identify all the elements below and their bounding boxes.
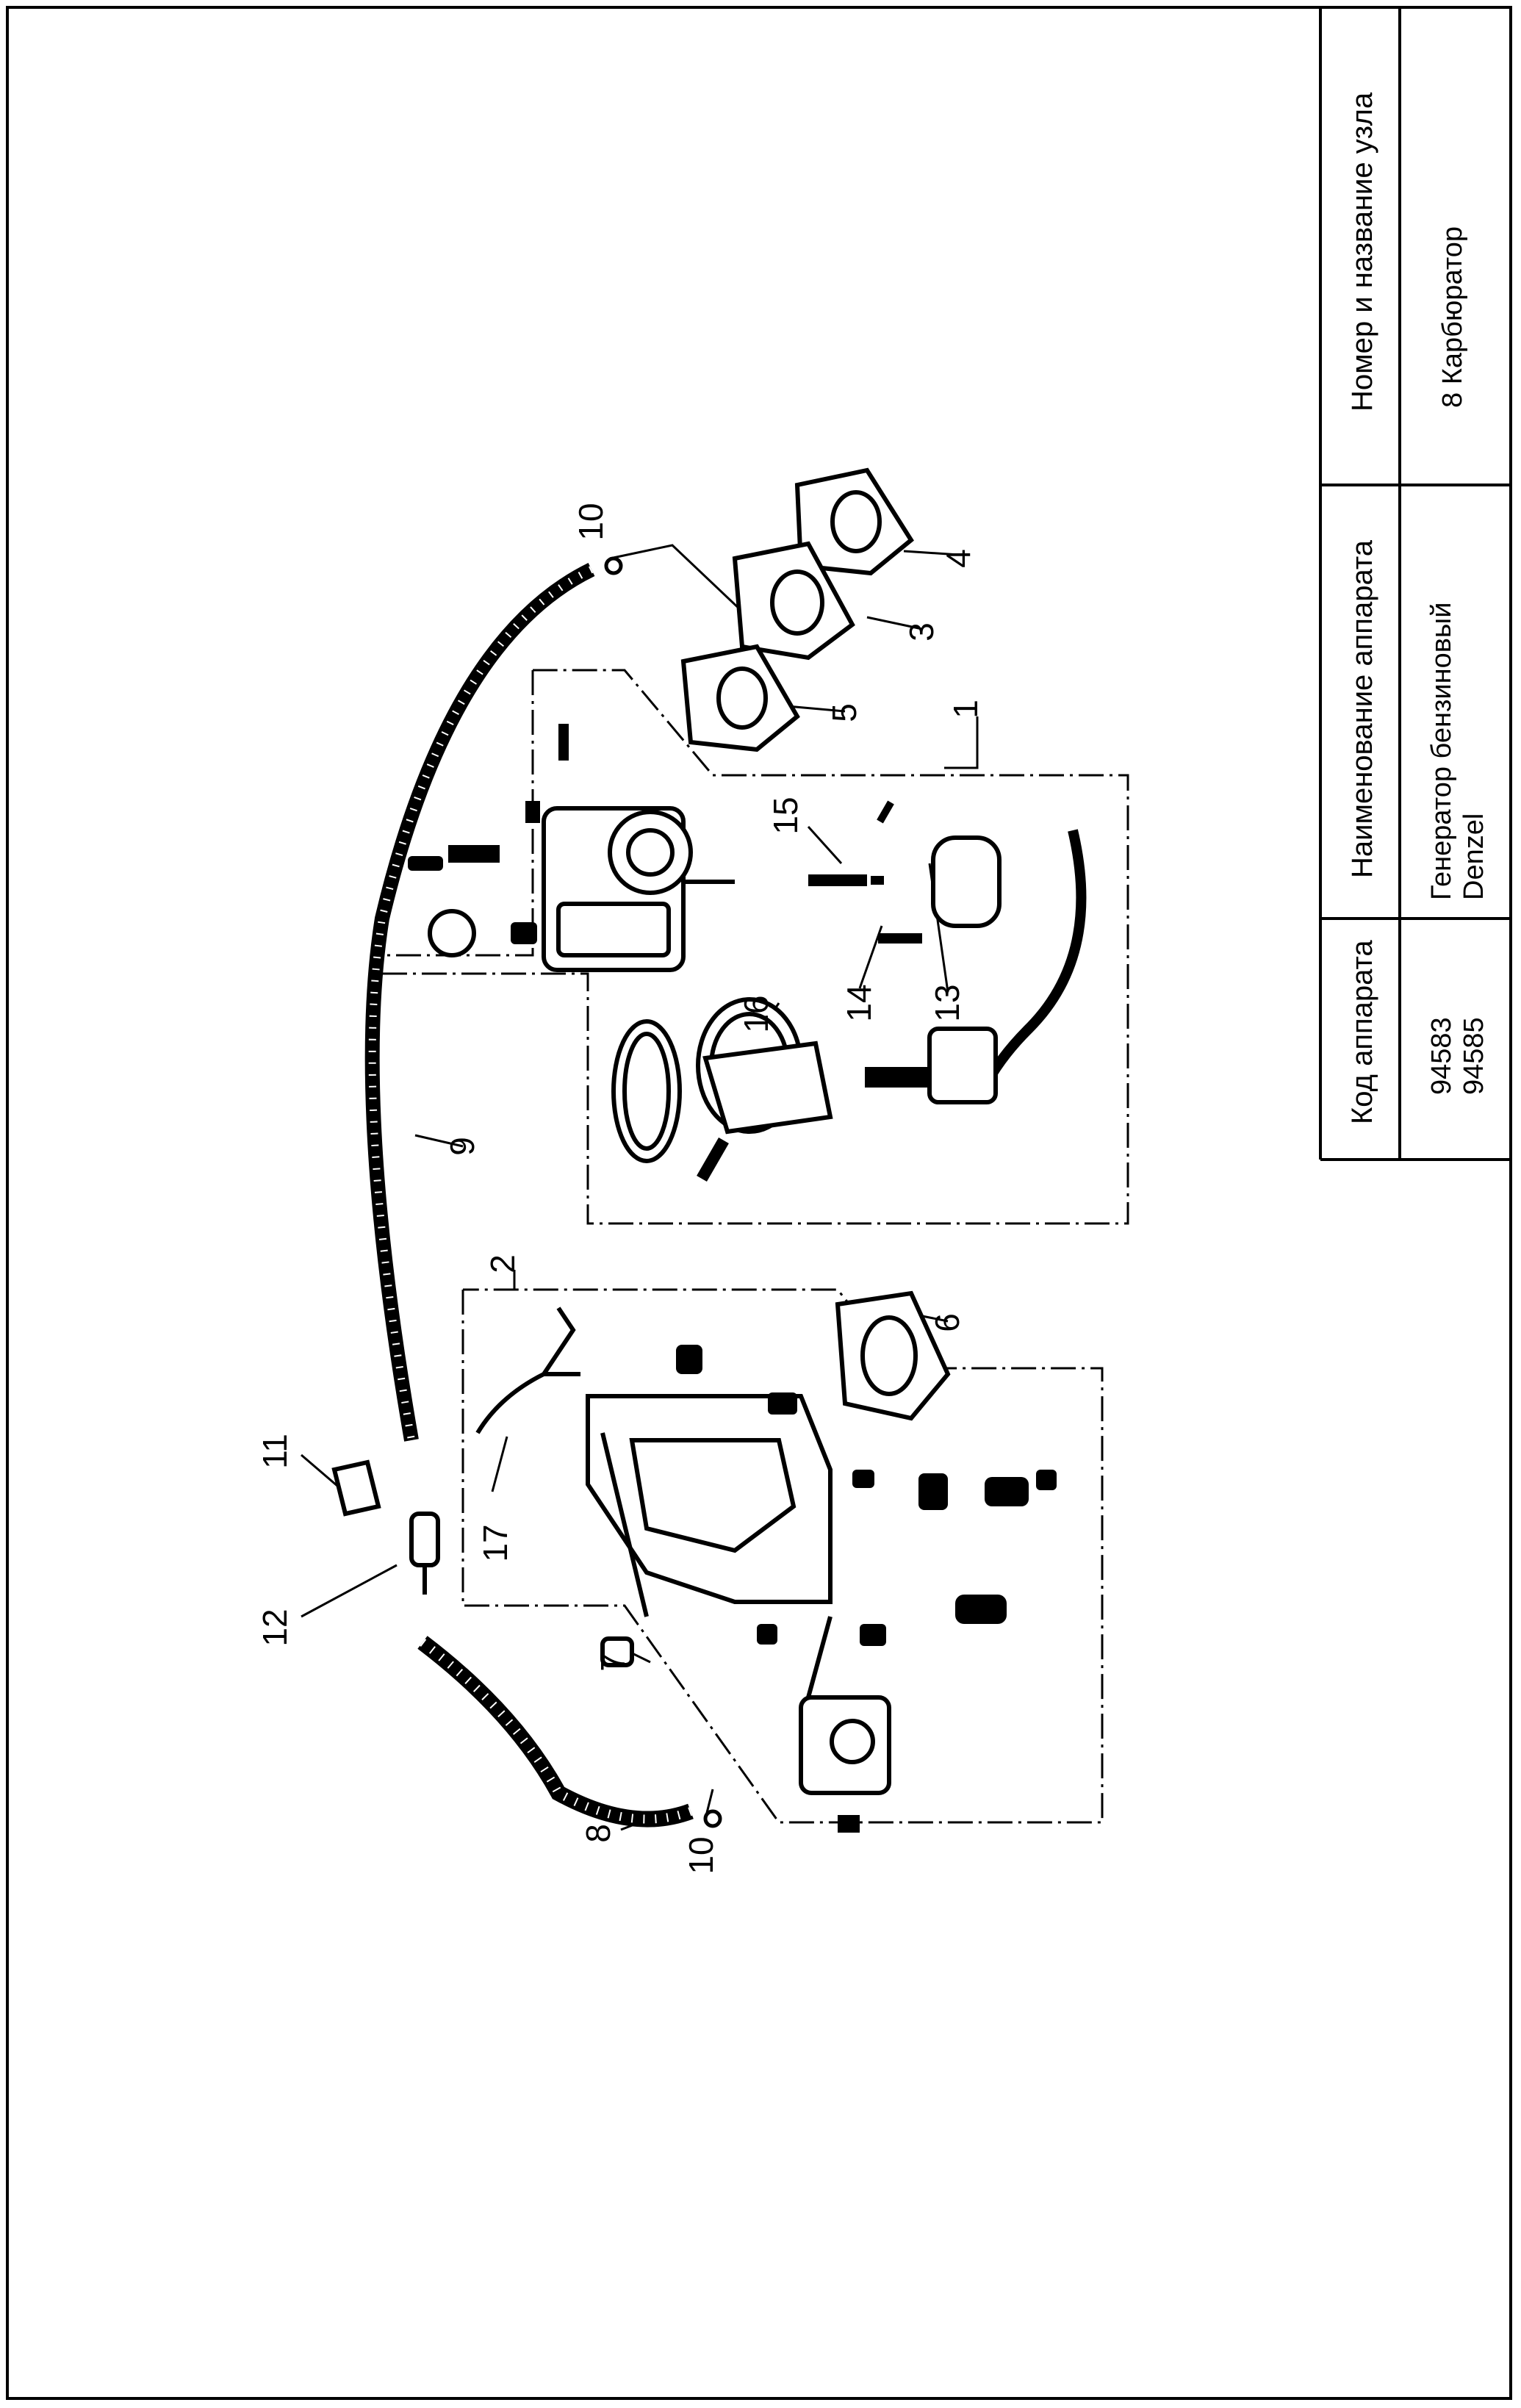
callout-6: 6	[928, 1313, 966, 1332]
drain-screw	[865, 1027, 998, 1104]
callout-10-top: 10	[572, 503, 610, 540]
gasket-6	[835, 1290, 951, 1421]
callout-1: 1	[946, 700, 985, 719]
hose-clips-10	[604, 556, 722, 1828]
float-chamber-16	[696, 997, 833, 1135]
title-block-grid	[1319, 6, 1512, 1161]
choke-rod	[475, 1307, 580, 1434]
header-unit: Номер и название узла	[1346, 92, 1378, 411]
callout-9: 9	[443, 1137, 481, 1156]
float-13	[931, 835, 1002, 928]
carburetor-small-parts	[408, 724, 569, 957]
callout-7: 7	[594, 1653, 632, 1672]
callout-labels: 1 2 3 4 5 6 7 8 9 10 10 11 12 13 14 15 1…	[256, 503, 985, 1874]
value-code-2: 94585	[1459, 1017, 1489, 1095]
callout-10-bottom: 10	[682, 1836, 720, 1874]
screw	[697, 1137, 729, 1182]
carburetor-body	[542, 806, 735, 972]
callout-11: 11	[256, 1434, 294, 1469]
drain-tube	[979, 829, 1087, 1090]
callout-2: 2	[483, 1254, 522, 1273]
needle-14-15	[808, 800, 922, 944]
header-name: Наименование аппарата	[1346, 540, 1378, 878]
value-name: Генератор бензиновый Denzel	[1425, 603, 1490, 900]
value-name-2: Denzel	[1459, 813, 1489, 900]
callout-3: 3	[902, 622, 941, 641]
filter-12	[409, 1512, 440, 1595]
gasket-5	[680, 644, 800, 752]
clip-11	[331, 1459, 381, 1517]
value-name-1: Генератор бензиновый	[1426, 602, 1457, 900]
callout-12: 12	[256, 1609, 294, 1646]
callout-13: 13	[928, 984, 966, 1021]
callout-17: 17	[476, 1524, 514, 1561]
fuel-hose-8	[417, 1636, 694, 1827]
bolt-7	[600, 1636, 634, 1667]
group-1-boundary	[370, 669, 1129, 1225]
header-code: Код аппарата	[1346, 940, 1378, 1124]
callout-16: 16	[737, 995, 775, 1032]
value-code-1: 94583	[1426, 1017, 1457, 1095]
air-cleaner-base	[586, 1394, 833, 1617]
gasket-4	[794, 467, 914, 576]
value-unit: 8 Карбюратор	[1437, 226, 1468, 408]
insulator-3	[732, 541, 855, 661]
fuel-cock-screw	[838, 1815, 860, 1833]
breather-parts	[676, 1345, 1057, 1646]
callout-5: 5	[825, 703, 863, 722]
callout-15: 15	[766, 797, 805, 834]
fuel-cock	[799, 1616, 891, 1795]
gasket-ring	[611, 1019, 682, 1163]
fuel-hose-9	[364, 563, 595, 1442]
group-boundaries	[370, 669, 1129, 1824]
callout-14: 14	[840, 984, 878, 1021]
page-frame	[6, 6, 1512, 2400]
callout-8: 8	[579, 1824, 617, 1843]
value-code: 94583 94585	[1425, 1017, 1490, 1095]
callout-4: 4	[939, 549, 977, 568]
